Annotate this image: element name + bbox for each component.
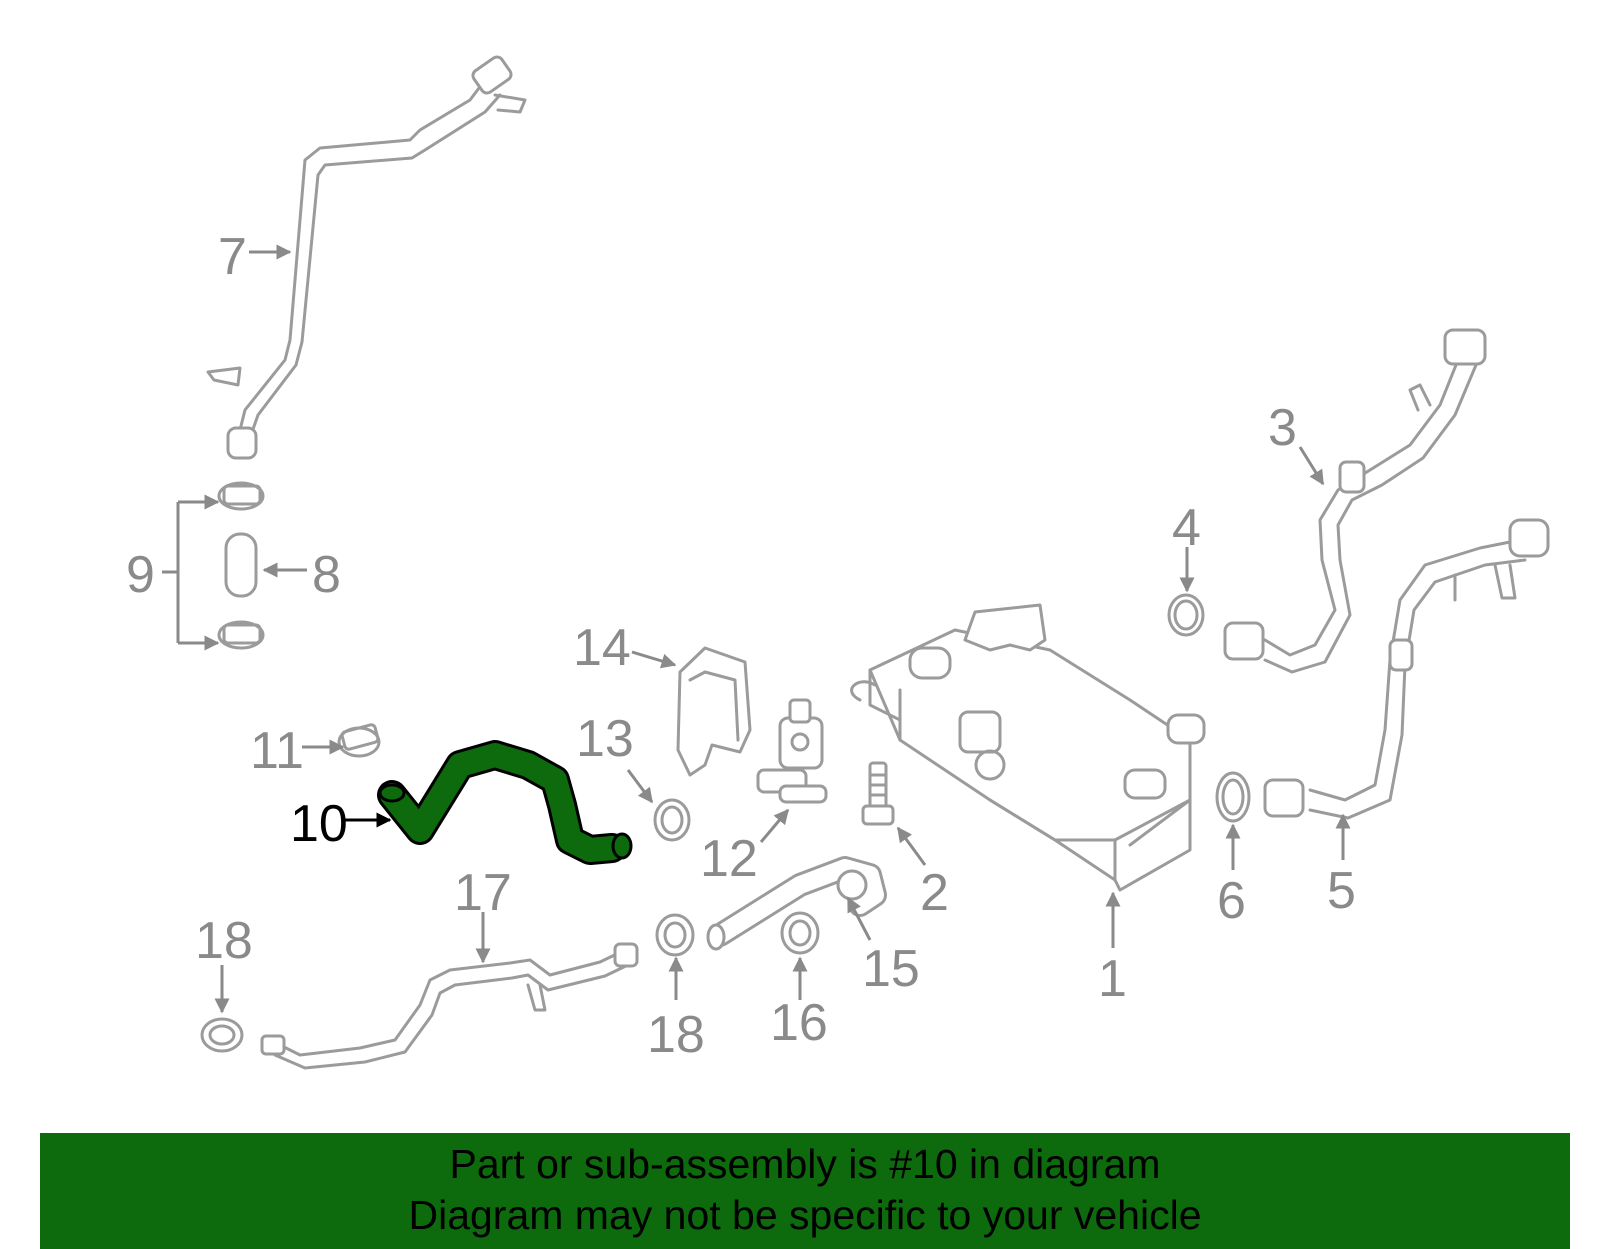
svg-text:11: 11	[250, 722, 304, 780]
part-3-pipe	[1223, 328, 1487, 674]
callout-12: 12	[700, 808, 790, 888]
part-4-o-ring	[1167, 593, 1205, 637]
part-5-pipe	[1263, 518, 1550, 820]
callout-9: 9	[126, 494, 220, 651]
part-15-hose	[706, 856, 887, 951]
callout-13: 13	[576, 710, 654, 804]
svg-text:3: 3	[1268, 399, 1297, 457]
svg-text:10: 10	[290, 795, 348, 853]
callout-11: 11	[250, 722, 345, 780]
callout-18-left: 18	[195, 912, 253, 1014]
svg-text:8: 8	[312, 546, 341, 604]
callout-18-right: 18	[647, 956, 705, 1064]
callout-6: 6	[1217, 823, 1246, 930]
callout-10: 10	[290, 795, 392, 853]
callout-7: 7	[218, 228, 292, 286]
callout-17: 17	[454, 864, 512, 964]
banner-line-part-number: Part or sub-assembly is #10 in diagram	[449, 1141, 1161, 1187]
part-11-clamp	[337, 723, 381, 758]
part-7-coolant-pipe	[206, 55, 527, 460]
svg-text:9: 9	[126, 546, 155, 604]
part-6-o-ring	[1215, 771, 1251, 823]
callout-8: 8	[262, 546, 341, 604]
part-16-clamp	[780, 911, 820, 955]
callout-15: 15	[846, 896, 920, 998]
callout-14: 14	[573, 619, 677, 677]
svg-text:4: 4	[1172, 499, 1201, 557]
callout-5: 5	[1327, 813, 1356, 920]
part-1-oil-cooler	[850, 603, 1206, 892]
svg-text:17: 17	[454, 864, 512, 922]
banner-line-disclaimer: Diagram may not be specific to your vehi…	[408, 1192, 1202, 1238]
part-9-clamps	[217, 481, 265, 650]
callout-2: 2	[896, 826, 949, 922]
svg-text:14: 14	[573, 619, 631, 677]
svg-text:18: 18	[195, 912, 253, 970]
part-10-highlighted-hose	[377, 740, 633, 865]
part-8-hose	[224, 532, 258, 598]
svg-text:16: 16	[770, 994, 828, 1052]
svg-text:7: 7	[218, 228, 247, 286]
callout-16: 16	[770, 956, 828, 1052]
info-banner: Part or sub-assembly is #10 in diagram D…	[40, 1133, 1570, 1249]
callout-3: 3	[1268, 399, 1325, 486]
svg-text:6: 6	[1217, 872, 1246, 930]
part-12-valve	[756, 698, 828, 804]
part-18-clamp-right	[655, 913, 695, 957]
part-2-bolt	[861, 761, 895, 826]
svg-text:5: 5	[1327, 862, 1356, 920]
svg-text:1: 1	[1098, 950, 1127, 1008]
svg-text:18: 18	[647, 1006, 705, 1064]
part-14-bracket	[676, 646, 752, 777]
callout-1: 1	[1098, 891, 1127, 1008]
callout-4: 4	[1172, 499, 1201, 593]
svg-text:13: 13	[576, 710, 634, 768]
svg-text:12: 12	[700, 830, 758, 888]
part-18-clamp-left	[200, 1017, 244, 1053]
part-13-clamp	[653, 798, 691, 842]
svg-text:15: 15	[862, 940, 920, 998]
svg-text:2: 2	[920, 864, 949, 922]
part-17-pipe	[260, 942, 639, 1070]
